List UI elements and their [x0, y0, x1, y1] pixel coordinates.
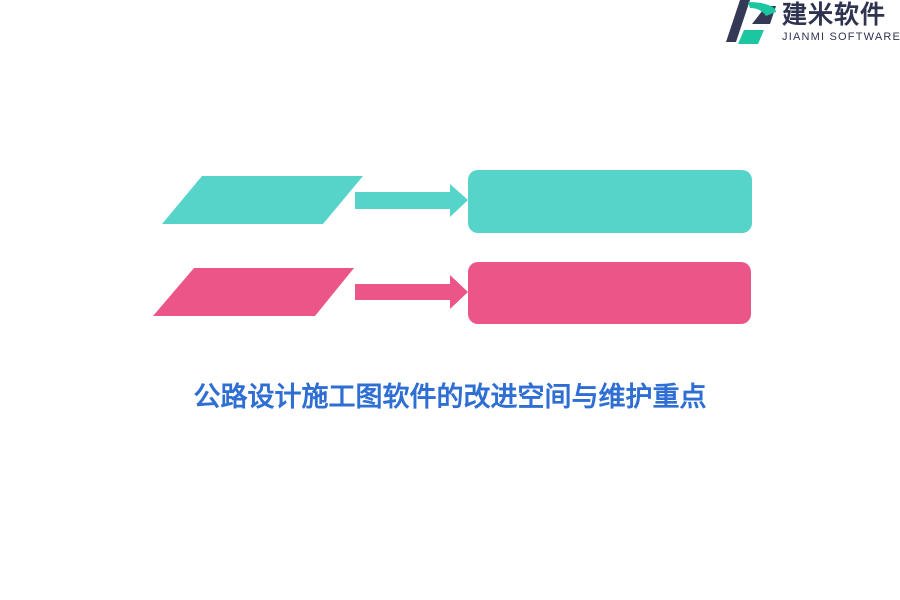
arrow-right-icon — [355, 184, 468, 217]
brand-logo: 建米软件 JIANMI SOFTWARE — [724, 0, 900, 48]
output-box-2 — [468, 262, 751, 324]
logo-name: 建米软件 — [782, 0, 887, 29]
flow-row-2 — [153, 262, 751, 324]
input-parallelogram-2 — [153, 268, 354, 316]
flow-row-1 — [162, 170, 752, 233]
diagram-caption: 公路设计施工图软件的改进空间与维护重点 — [193, 382, 707, 413]
arrow-right-icon — [355, 275, 468, 309]
logo-subtitle: JIANMI SOFTWARE — [782, 31, 900, 43]
jianmi-logo-icon — [726, 0, 776, 44]
input-parallelogram-1 — [162, 176, 363, 224]
output-box-1 — [468, 170, 752, 233]
